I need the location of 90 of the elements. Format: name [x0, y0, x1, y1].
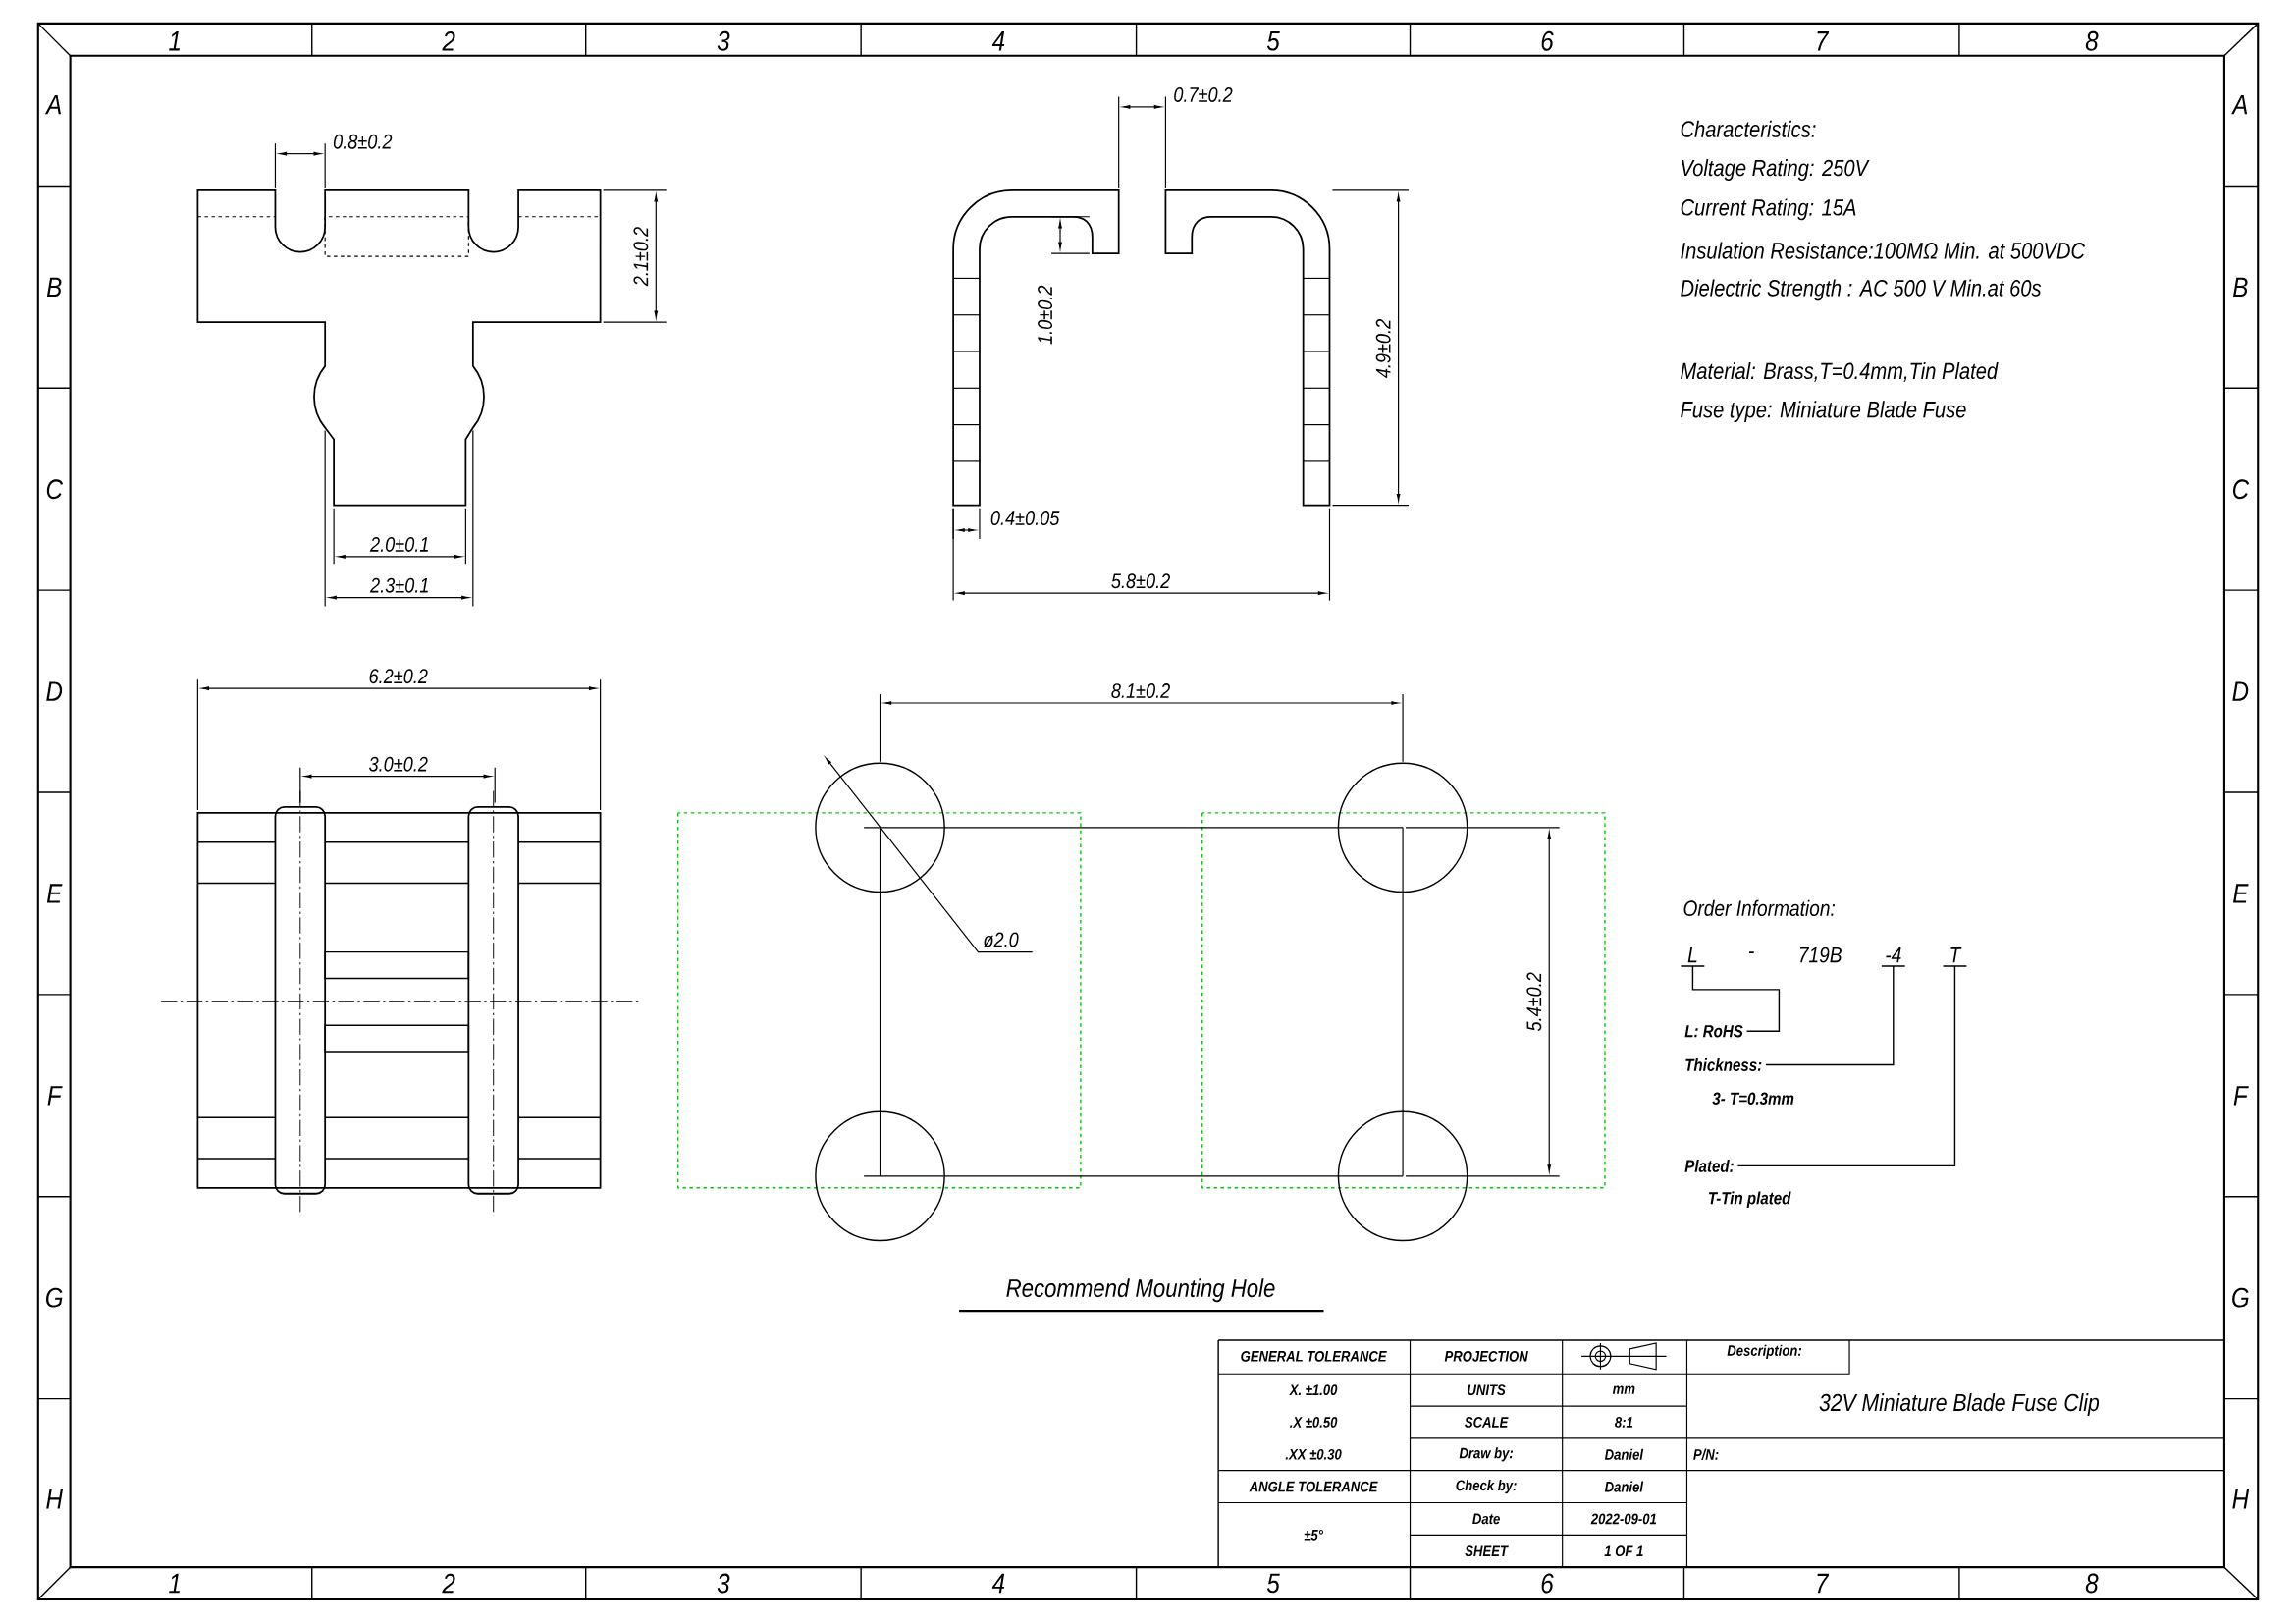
note-text: 3- T=0.3mm: [1712, 1092, 1794, 1105]
note-text: 719B: [1799, 947, 1842, 963]
grid-reference: 5: [1266, 1573, 1280, 1594]
grid-reference: E: [2233, 884, 2249, 903]
grid-reference: 8: [2085, 30, 2099, 51]
spec-text: Voltage Rating: 250V: [1682, 159, 1870, 181]
grid-reference: D: [46, 681, 63, 701]
table-text: GENERAL TOLERANCE: [1241, 1350, 1387, 1362]
grid-reference: 7: [1817, 1573, 1830, 1594]
grid-reference: 1: [169, 1573, 180, 1594]
table-text: ANGLE TOLERANCE: [1249, 1481, 1378, 1492]
spec-text: Fuse type: Miniature Blade Fuse: [1681, 401, 1966, 422]
dimension-text: 3.0±0.2: [369, 756, 428, 772]
grid-reference: H: [2232, 1489, 2250, 1509]
table-text: Daniel: [1604, 1481, 1644, 1492]
dimension-text: 6.2±0.2: [369, 669, 428, 683]
leader-line: [1736, 965, 1968, 1166]
table-text: mm: [1612, 1385, 1635, 1394]
view-title: Recommend Mounting Hole: [1006, 1278, 1275, 1303]
table-text: Check by:: [1456, 1479, 1517, 1494]
table-text: X. ±1.00: [1289, 1384, 1338, 1395]
grid-reference: 1: [169, 30, 180, 51]
grid-reference: 2: [442, 1573, 455, 1594]
grid-reference: A: [2231, 94, 2248, 115]
grid-reference: B: [2233, 277, 2248, 297]
dimension-text: 2.1±0.2: [633, 227, 649, 287]
grid-reference: 6: [1541, 1573, 1554, 1594]
grid-reference: D: [2232, 681, 2249, 701]
table-text: SHEET: [1465, 1545, 1509, 1556]
spec-text: Current Rating: 15A: [1681, 198, 1856, 221]
dimension-text: 0.7±0.2: [1174, 86, 1233, 102]
spec-text: Characteristics:: [1681, 120, 1816, 137]
dimension-text: 4.9±0.2: [1375, 319, 1391, 378]
table-text: Draw by:: [1459, 1447, 1514, 1462]
spec-text: Dielectric Strength : AC 500 V Min.at 60s: [1681, 279, 2042, 301]
dimension-text: 2.3±0.1: [369, 577, 428, 593]
leader-line: [1680, 965, 1781, 1032]
table-text: 8:1: [1615, 1416, 1633, 1428]
grid-reference: 3: [717, 1573, 730, 1594]
grid-reference: 8: [2085, 1573, 2099, 1594]
spec-text: Material: Brass,T=0.4mm,Tin Plated: [1681, 361, 1999, 382]
table-text: .X ±0.50: [1290, 1416, 1338, 1428]
grid-reference: 7: [1817, 30, 1830, 51]
note-text: Order Information:: [1683, 899, 1836, 916]
dimension-text: 5.4±0.2: [1526, 972, 1542, 1031]
table-text: 32V Miniature Blade Fuse Clip: [1819, 1392, 2100, 1416]
table-text: .XX ±0.30: [1285, 1448, 1342, 1460]
order-code-letter: -4: [1886, 947, 1901, 963]
grid-reference: 2: [442, 30, 455, 51]
grid-reference: H: [46, 1489, 63, 1509]
table-text: Description:: [1727, 1344, 1802, 1359]
grid-reference: F: [47, 1086, 63, 1106]
grid-reference: 3: [717, 30, 730, 51]
option-label: L: RoHS: [1684, 1024, 1743, 1038]
grid-reference: C: [2232, 479, 2250, 500]
grid-reference: 5: [1266, 30, 1280, 51]
leader-line: [1765, 965, 1906, 1066]
grid-reference: E: [46, 884, 63, 903]
table-text: PROJECTION: [1444, 1350, 1528, 1362]
grid-reference: G: [2232, 1287, 2249, 1308]
grid-reference: F: [2233, 1086, 2249, 1106]
order-code-letter: T: [1950, 947, 1962, 963]
grid-reference: A: [44, 94, 61, 115]
order-code-letter: L: [1687, 947, 1697, 963]
note-text: T-Tin plated: [1708, 1191, 1791, 1208]
option-label: Plated:: [1684, 1159, 1734, 1172]
grid-reference: C: [46, 479, 64, 500]
option-label: Thickness:: [1685, 1057, 1762, 1071]
table-text: ±5°: [1304, 1529, 1323, 1541]
dimension-text: ø2.0: [983, 932, 1019, 947]
table-text: SCALE: [1465, 1416, 1509, 1428]
grid-reference: 4: [991, 30, 1005, 51]
dimension-text: 5.8±0.2: [1111, 573, 1170, 589]
table-text: Date: [1472, 1513, 1500, 1525]
dimension-text: 0.8±0.2: [333, 134, 393, 149]
dimension-text: 1.0±0.2: [1038, 285, 1053, 345]
spec-text: Insulation Resistance:100MΩ Min. at 500VDC: [1681, 242, 2086, 259]
table-text: P/N:: [1693, 1448, 1719, 1460]
dimension-text: 0.4±0.05: [990, 510, 1060, 525]
dimension-text: 8.1±0.2: [1111, 682, 1170, 698]
grid-reference: G: [46, 1287, 63, 1308]
grid-reference: 6: [1541, 30, 1554, 51]
note-text: -: [1748, 951, 1754, 953]
table-text: 1 OF 1: [1604, 1545, 1643, 1556]
grid-reference: B: [46, 277, 62, 297]
table-text: 2022-09-01: [1590, 1513, 1657, 1525]
dimension-text: 2.0±0.1: [369, 536, 428, 552]
table-text: Daniel: [1604, 1448, 1644, 1460]
table-text: UNITS: [1468, 1384, 1506, 1395]
grid-reference: 4: [991, 1573, 1005, 1594]
